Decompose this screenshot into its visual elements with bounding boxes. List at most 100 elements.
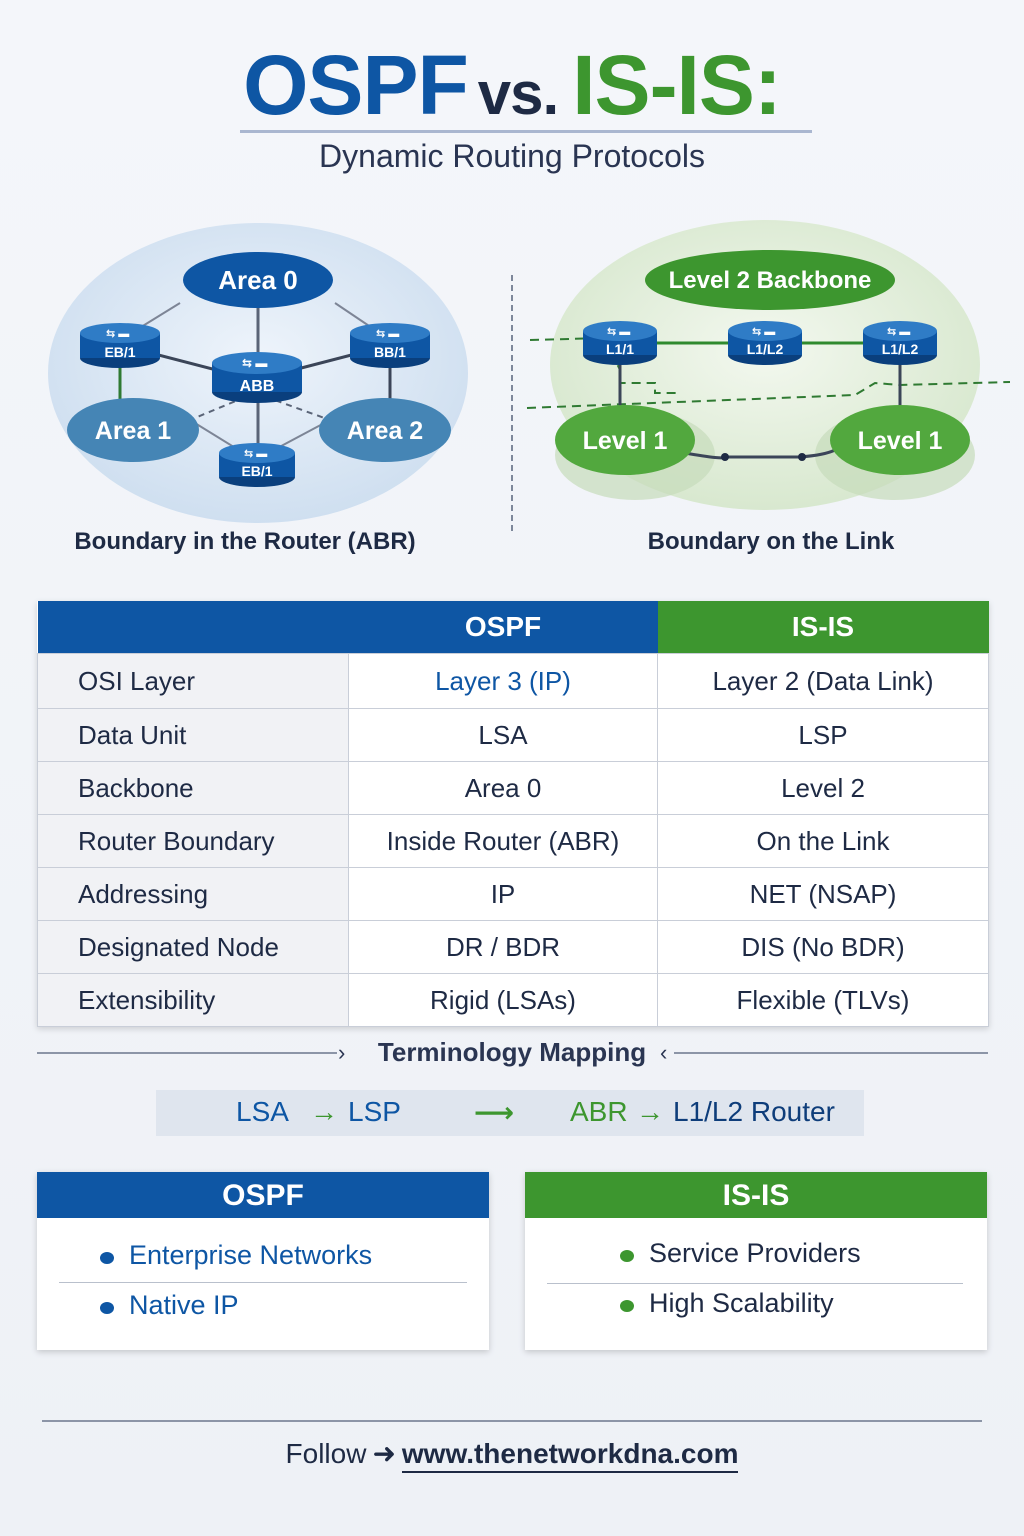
- table-row: Backbone Area 0 Level 2: [37, 761, 989, 815]
- level1-right-node: [830, 405, 970, 475]
- terminology-title: Terminology Mapping: [377, 1037, 647, 1067]
- arrow-right-icon: →: [636, 1096, 664, 1127]
- isis-router-center-label: L1/L2: [747, 341, 784, 357]
- header-blank: [37, 601, 349, 654]
- router-icon: ⇆ ▬ BB/1: [350, 323, 430, 368]
- level1-left-node: [555, 405, 695, 475]
- router-icon: ⇆ ▬ L1/L2: [728, 321, 802, 365]
- table-row: OSI Layer Layer 3 (IP) Layer 2 (Data Lin…: [37, 653, 989, 709]
- term-l1l2-router: L1/L2 Router: [673, 1096, 835, 1127]
- router-icon: ⇆ ▬ L1/1: [583, 321, 657, 365]
- svg-text:⇆ ▬: ⇆ ▬: [887, 326, 910, 338]
- header-ospf: OSPF: [348, 601, 658, 654]
- subtitle: Dynamic Routing Protocols: [319, 138, 705, 174]
- terminology-rule-right: [674, 1052, 988, 1054]
- isis-cell: DIS (No BDR): [657, 920, 989, 974]
- backbone-label: Level 2 Backbone: [669, 267, 872, 294]
- arrow-right-icon: ➜: [372, 1438, 396, 1469]
- title-isis: IS-IS:: [572, 38, 782, 132]
- ospf-card-item: Enterprise Networks: [129, 1240, 373, 1270]
- isis-card-item: Service Providers: [649, 1238, 861, 1268]
- area0-label: Area 0: [218, 265, 298, 295]
- level2-backbone-node: [645, 250, 895, 310]
- footer: Follow➜www.thenetworkdna.com: [0, 1437, 1024, 1473]
- isis-cell: LSP: [657, 708, 989, 762]
- isis-topology-diagram: Level 2 Backbone ⇆ ▬ L1/1 ⇆ ▬ L1/L2 ⇆ ▬ …: [526, 220, 1011, 510]
- ospf-cell: IP: [348, 867, 658, 921]
- isis-cell: Level 2: [657, 761, 989, 815]
- svg-text:⇆ ▬: ⇆ ▬: [244, 448, 267, 460]
- level1-left-label: Level 1: [583, 427, 668, 455]
- diagram-divider: [511, 275, 513, 531]
- svg-text:⇆ ▬: ⇆ ▬: [607, 326, 630, 338]
- isis-router-left-label: L1/1: [606, 341, 634, 357]
- header-isis: IS-IS: [657, 601, 989, 654]
- router-right-label: BB/1: [374, 344, 406, 360]
- row-label: OSI Layer: [37, 653, 349, 709]
- row-label: Addressing: [37, 867, 349, 921]
- title-vs: vs.: [477, 60, 559, 127]
- card-divider: [59, 1282, 467, 1283]
- svg-text:⇆ ▬: ⇆ ▬: [106, 328, 129, 340]
- isis-cell: NET (NSAP): [657, 867, 989, 921]
- router-icon: ⇆ ▬ EB/1: [219, 443, 295, 487]
- term-abr: ABR: [570, 1096, 628, 1127]
- isis-cell: Flexible (TLVs): [657, 973, 989, 1027]
- terminology-rule-left: [37, 1052, 337, 1054]
- table-row: Data Unit LSA LSP: [37, 708, 989, 762]
- table-row: Extensibility Rigid (LSAs) Flexible (TLV…: [37, 973, 989, 1027]
- area2-label: Area 2: [347, 417, 423, 445]
- terminology-mapping-bar: [156, 1090, 864, 1136]
- row-label: Backbone: [37, 761, 349, 815]
- link-node-dot: [721, 453, 729, 461]
- isis-router-right-label: L1/L2: [882, 341, 919, 357]
- table-row: Addressing IP NET (NSAP): [37, 867, 989, 921]
- row-label: Extensibility: [37, 973, 349, 1027]
- row-label: Data Unit: [37, 708, 349, 762]
- long-arrow-right-icon: ⟶: [474, 1097, 515, 1128]
- website-link[interactable]: www.thenetworkdna.com: [401, 1438, 739, 1473]
- table-header-row: OSPF IS-IS: [37, 601, 989, 654]
- router-icon: ⇆ ▬ L1/L2: [863, 321, 937, 365]
- arrow-left-icon: ‹: [660, 1040, 668, 1065]
- area1-label: Area 1: [95, 417, 172, 445]
- footer-divider: [42, 1420, 982, 1422]
- link-node-dot: [798, 453, 806, 461]
- ospf-diagram-caption: Boundary in the Router (ABR): [74, 528, 416, 555]
- isis-cell: On the Link: [657, 814, 989, 868]
- svg-text:⇆ ▬: ⇆ ▬: [376, 328, 399, 340]
- isis-cell: Layer 2 (Data Link): [657, 653, 989, 709]
- area2-node: [319, 398, 451, 462]
- bullet-icon: [620, 1250, 634, 1262]
- row-label: Designated Node: [37, 920, 349, 974]
- ospf-cell: Inside Router (ABR): [348, 814, 658, 868]
- isis-card-item: High Scalability: [649, 1288, 834, 1318]
- row-label: Router Boundary: [37, 814, 349, 868]
- table-row: Designated Node DR / BDR DIS (No BDR): [37, 920, 989, 974]
- arrow-right-icon: ›: [338, 1040, 346, 1065]
- level1-right-label: Level 1: [858, 427, 943, 455]
- ospf-cell: DR / BDR: [348, 920, 658, 974]
- card-divider: [547, 1283, 963, 1284]
- ospf-cell: Rigid (LSAs): [348, 973, 658, 1027]
- bullet-icon: [100, 1252, 114, 1264]
- isis-use-case-card: IS-IS Service Providers High Scalability: [525, 1172, 987, 1350]
- isis-card-title: IS-IS: [525, 1172, 987, 1218]
- svg-text:⇆ ▬: ⇆ ▬: [752, 326, 775, 338]
- ospf-cell: Layer 3 (IP): [348, 653, 658, 709]
- bullet-icon: [100, 1302, 114, 1314]
- area1-node: [67, 398, 199, 462]
- isis-diagram-caption: Boundary on the Link: [647, 528, 895, 555]
- area0-node: [183, 252, 333, 308]
- router-icon: ⇆ ▬ EB/1: [80, 323, 160, 368]
- link: [684, 448, 836, 460]
- bullet-icon: [620, 1300, 634, 1312]
- comparison-table: OSPF IS-IS OSI Layer Layer 3 (IP) Layer …: [37, 601, 989, 1027]
- ospf-cell: Area 0: [348, 761, 658, 815]
- router-left-label: EB/1: [104, 344, 135, 360]
- title-divider: [240, 130, 812, 133]
- ospf-use-case-card: OSPF Enterprise Networks Native IP: [37, 1172, 489, 1350]
- router-bottom-label: EB/1: [241, 463, 272, 479]
- footer-follow-text: Follow: [285, 1438, 367, 1469]
